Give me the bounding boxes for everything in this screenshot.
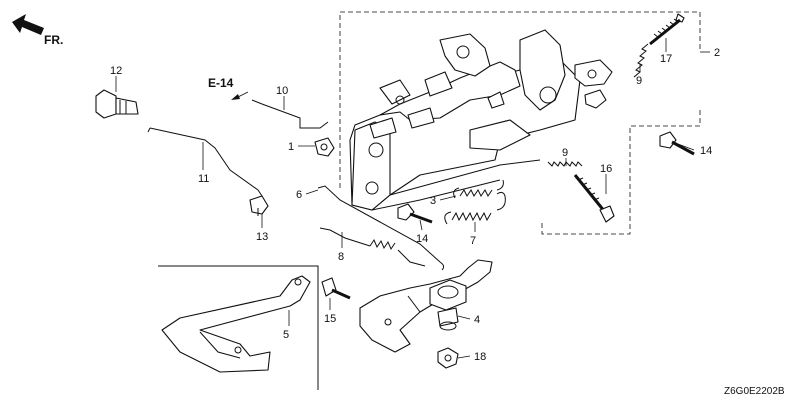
callout-13: 13: [256, 231, 268, 243]
screw-16: [573, 174, 615, 223]
drawing-code: Z6G0E2202B: [724, 386, 785, 397]
inset-frame: [158, 265, 319, 390]
knob-12: [95, 89, 139, 119]
callout-6: 6: [296, 189, 302, 201]
reference-arrow-icon: [231, 94, 240, 100]
clip-1: [314, 137, 335, 157]
front-direction-label: FR.: [44, 33, 63, 47]
callout-10: 10: [276, 85, 288, 97]
choke-rod-10: [251, 99, 329, 129]
callout-16: 16: [600, 163, 612, 175]
callout-7: 7: [470, 235, 476, 247]
control-base-plate: [349, 29, 613, 211]
callout-9-lower: 9: [562, 147, 568, 159]
bolt-15: [321, 277, 351, 300]
spring-3: [453, 179, 504, 199]
control-lever-4: [359, 259, 493, 353]
spring-7: [444, 191, 506, 225]
governor-rod-6: [317, 185, 445, 271]
spring-8: [319, 227, 426, 267]
callout-3: 3: [430, 195, 436, 207]
spring-9-lower: [547, 161, 583, 167]
bolt-14-right: [659, 131, 695, 156]
clip-13: [249, 195, 269, 216]
callout-12: 12: [110, 65, 122, 77]
governor-assembly-frame: [339, 11, 710, 235]
callout-18: 18: [474, 351, 486, 363]
callout-2: 2: [714, 47, 720, 59]
spring-9-upper: [633, 43, 649, 78]
bracket-5: [161, 275, 311, 373]
callout-9-upper: 9: [636, 75, 642, 87]
reference-label: E-14: [208, 76, 234, 90]
adjusting-screw-17: [649, 13, 685, 46]
callout-4: 4: [474, 314, 480, 326]
bolt-14-center: [397, 203, 433, 224]
callout-14-right: 14: [700, 145, 712, 157]
front-direction-arrow-icon: [12, 14, 44, 35]
leader-lines: [115, 38, 695, 359]
callout-8: 8: [338, 251, 344, 263]
callout-17: 17: [660, 53, 672, 65]
callout-1: 1: [288, 141, 294, 153]
callout-11: 11: [198, 173, 209, 185]
nut-18: [437, 347, 459, 369]
callout-14-center: 14: [416, 233, 428, 245]
callout-5: 5: [283, 329, 289, 341]
callout-15: 15: [324, 313, 336, 325]
choke-rod-11: [147, 127, 263, 197]
